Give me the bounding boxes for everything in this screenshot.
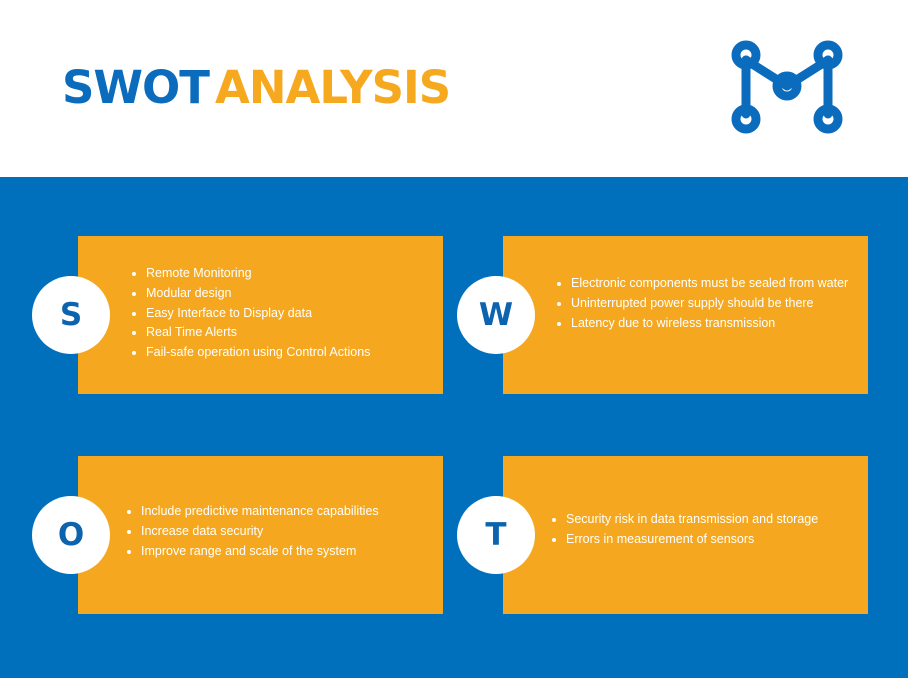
title-word-swot: SWOT [62,61,210,114]
weaknesses-card: Electronic components must be sealed fro… [503,236,868,394]
weaknesses-item: Electronic components must be sealed fro… [557,274,848,294]
strengths-letter-badge: S [32,276,110,354]
strengths-item: Modular design [132,284,370,304]
opportunities-item: Increase data security [127,522,379,542]
threats-item: Errors in measurement of sensors [552,530,818,550]
bottom-border [0,678,908,682]
circuit-m-logo-icon [731,40,843,134]
threats-list: Security risk in data transmission and s… [552,510,818,550]
strengths-card: Remote Monitoring Modular design Easy In… [78,236,443,394]
strengths-item: Remote Monitoring [132,264,370,284]
opportunities-item: Improve range and scale of the system [127,542,379,562]
threats-card: Security risk in data transmission and s… [503,456,868,614]
opportunities-card: Include predictive maintenance capabilit… [78,456,443,614]
threats-letter-badge: T [457,496,535,574]
weaknesses-item: Uninterrupted power supply should be the… [557,294,848,314]
strengths-item: Easy Interface to Display data [132,304,370,324]
opportunities-item: Include predictive maintenance capabilit… [127,502,379,522]
opportunities-letter-badge: O [32,496,110,574]
strengths-list: Remote Monitoring Modular design Easy In… [132,264,370,363]
title-word-analysis: ANALYSIS [215,61,451,114]
strengths-item: Real Time Alerts [132,323,370,343]
weaknesses-item: Latency due to wireless transmission [557,314,848,334]
strengths-item: Fail-safe operation using Control Action… [132,343,370,363]
weaknesses-list: Electronic components must be sealed fro… [557,274,848,333]
opportunities-list: Include predictive maintenance capabilit… [127,502,379,561]
threats-item: Security risk in data transmission and s… [552,510,818,530]
weaknesses-letter-badge: W [457,276,535,354]
